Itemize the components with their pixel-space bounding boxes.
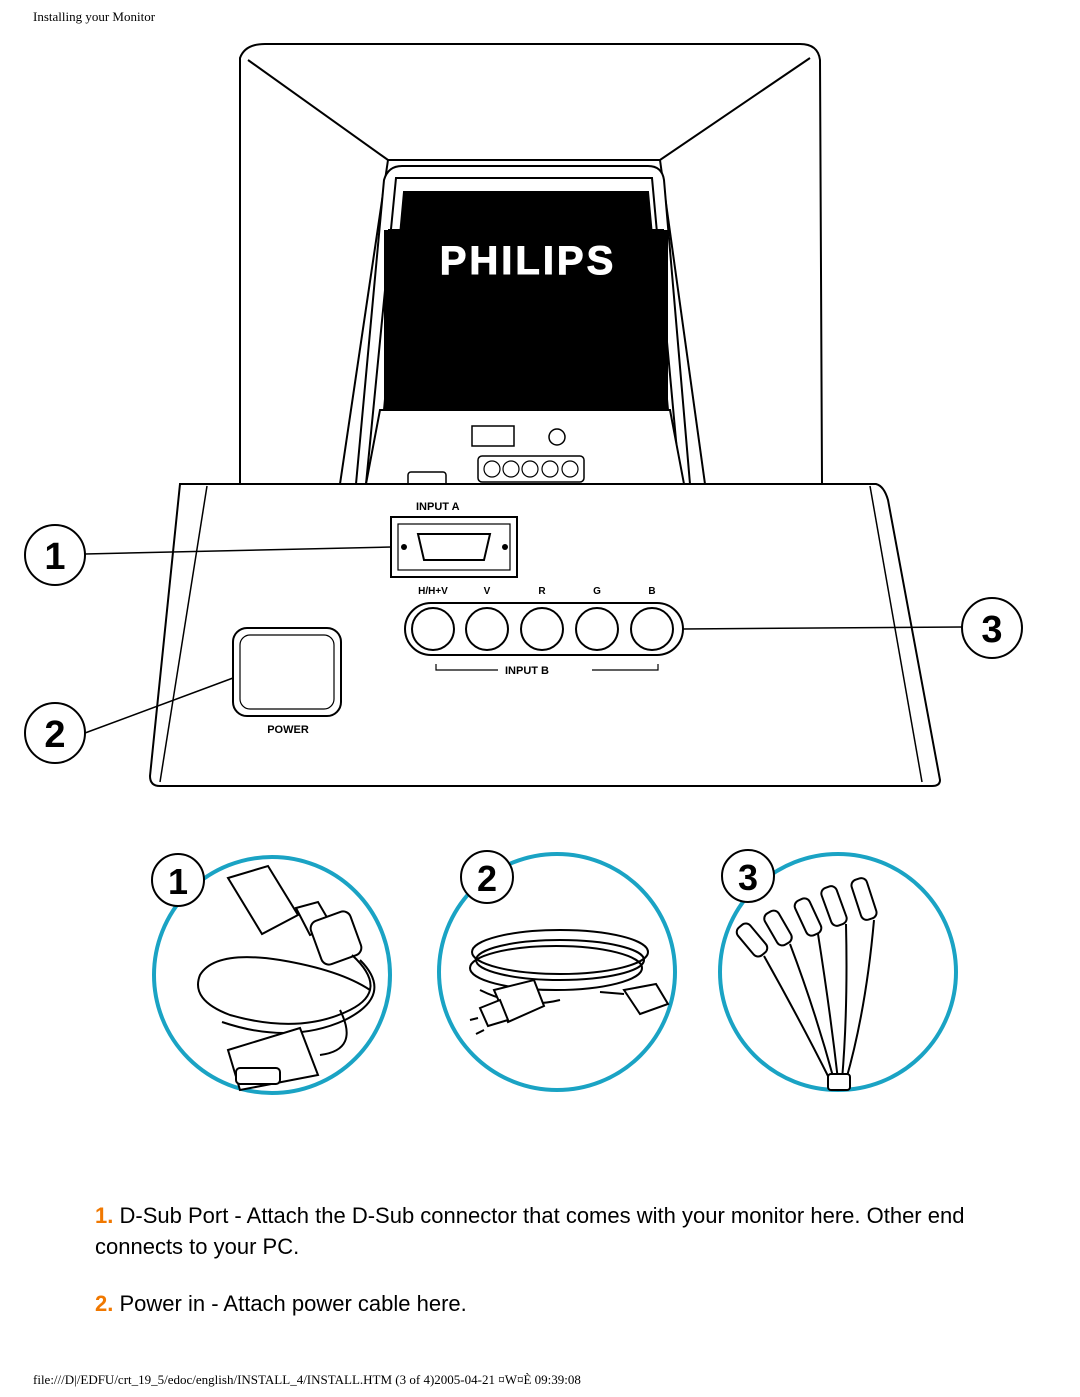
- bnc-label-v: V: [484, 586, 491, 597]
- instruction-1-number: 1.: [95, 1203, 114, 1228]
- callout-3: 3: [981, 609, 1002, 651]
- cable-number-2: 2: [477, 858, 497, 899]
- cable-number-3: 3: [738, 857, 758, 898]
- cable-number-1: 1: [168, 861, 188, 902]
- input-a-label: INPUT A: [416, 501, 460, 513]
- file-path-footer: file:///D|/EDFU/crt_19_5/edoc/english/IN…: [33, 1372, 581, 1387]
- instruction-2: 2. Power in - Attach power cable here.: [95, 1288, 995, 1319]
- instruction-1-text: D-Sub Port - Attach the D-Sub connector …: [95, 1203, 965, 1259]
- callout-2: 2: [44, 714, 65, 756]
- input-b-label: INPUT B: [505, 665, 549, 677]
- instruction-2-number: 2.: [95, 1291, 114, 1316]
- instructions: 1. D-Sub Port - Attach the D-Sub connect…: [95, 1200, 995, 1345]
- instruction-1: 1. D-Sub Port - Attach the D-Sub connect…: [95, 1200, 995, 1262]
- brand-logo: PHILIPS: [440, 239, 617, 283]
- page-title: Installing your Monitor: [33, 9, 156, 24]
- bnc-label-r: R: [538, 586, 546, 597]
- bnc-label-b: B: [648, 586, 655, 597]
- bnc-label-hhv: H/H+V: [418, 586, 448, 597]
- instruction-2-text: Power in - Attach power cable here.: [119, 1291, 467, 1316]
- power-cable-icon: [437, 852, 677, 1092]
- monitor-rear-illustration: PHILIPS INPUT A INPUT B POWER H/H+V V R …: [24, 43, 1023, 1095]
- bnc-label-g: G: [593, 586, 601, 597]
- callout-1: 1: [44, 536, 65, 578]
- power-label: POWER: [267, 724, 309, 736]
